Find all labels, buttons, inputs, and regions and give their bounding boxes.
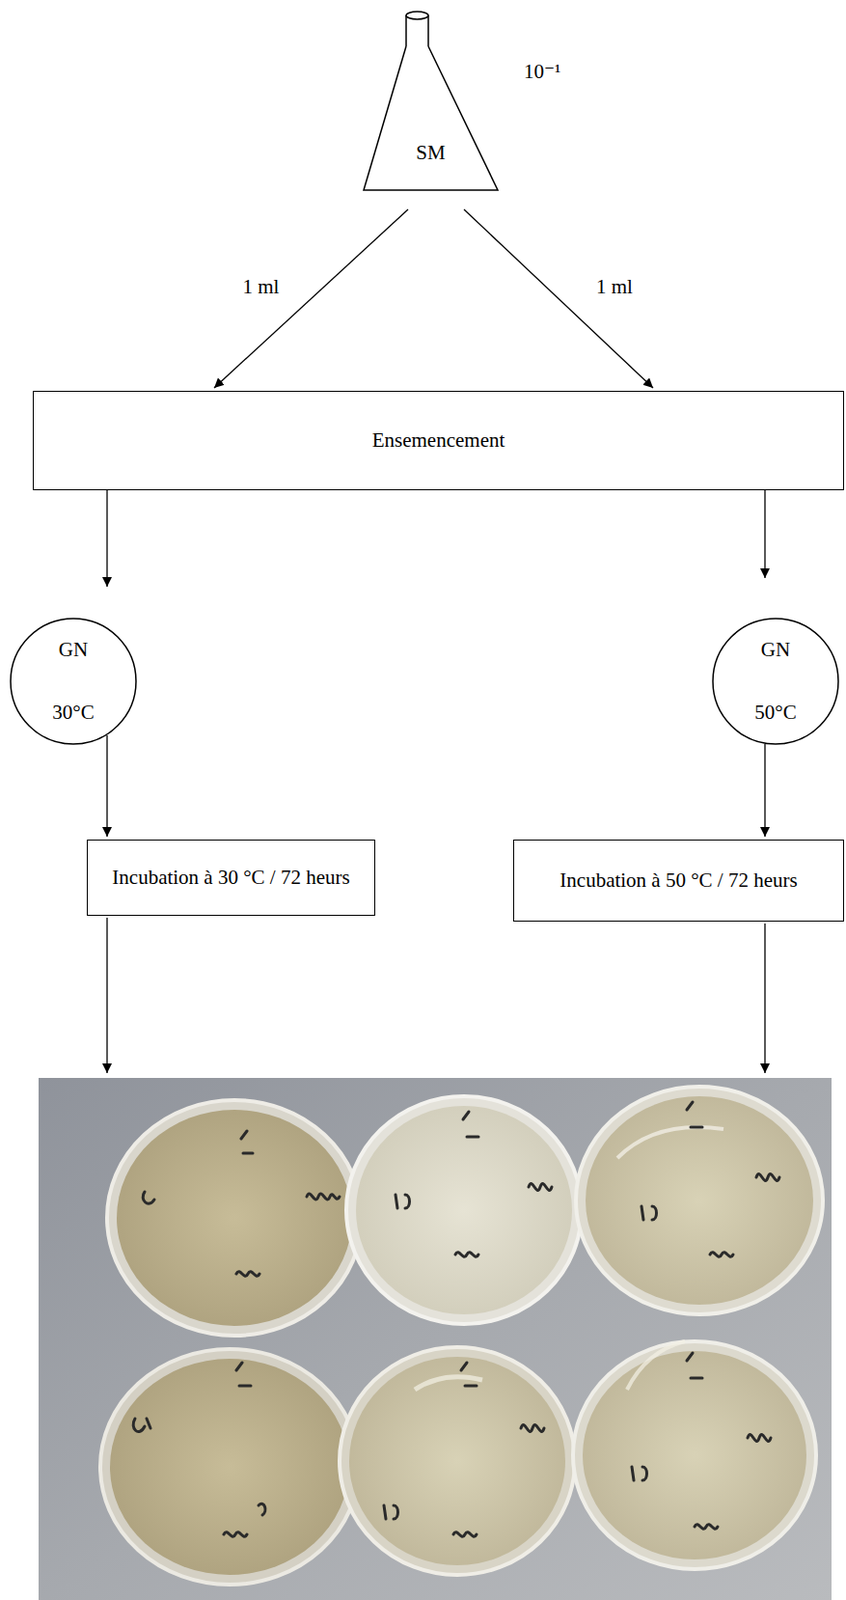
node-subtext: 10⁻¹: [523, 59, 561, 84]
node-text: Incubation à 50 °C / 72 heurs: [559, 868, 797, 893]
petri-dishes: [100, 1086, 823, 1584]
node-text: SM: [361, 140, 500, 165]
node-text: Incubation à 30 °C / 72 heurs: [111, 865, 350, 890]
node-subtext: 30°C: [52, 700, 94, 725]
flow-arrow: [463, 209, 654, 388]
flask-outline: [361, 7, 500, 192]
bench-surface: [38, 1077, 832, 1600]
flow-arrow: [764, 743, 765, 837]
medium-circle: GN 30°C: [9, 617, 137, 745]
node-subtext: 50°C: [754, 700, 796, 725]
flow-arrow: [106, 735, 108, 837]
medium-circle: GN 50°C: [711, 617, 840, 745]
process-box: Ensemencement: [32, 390, 845, 491]
arrow-line: [764, 923, 765, 1073]
node-text: Ensemencement: [372, 428, 506, 453]
flow-arrow: [106, 490, 108, 587]
edge-label: 1 ml: [241, 274, 282, 300]
node-text: GN: [58, 637, 88, 662]
edge-label: 1 ml: [594, 274, 635, 300]
flow-arrow: [764, 490, 765, 578]
node-text: GN: [761, 637, 791, 662]
circle-outline: [9, 617, 137, 745]
handwriting-marks: [133, 1101, 780, 1536]
flask-shape: SM10⁻¹: [361, 7, 500, 192]
flow-arrow: [214, 209, 409, 388]
circle-outline: [711, 617, 840, 745]
arrow-line: [106, 917, 108, 1073]
incubation-box: Incubation à 50 °C / 72 heurs: [513, 839, 845, 922]
incubation-box: Incubation à 30 °C / 72 heurs: [86, 839, 376, 916]
